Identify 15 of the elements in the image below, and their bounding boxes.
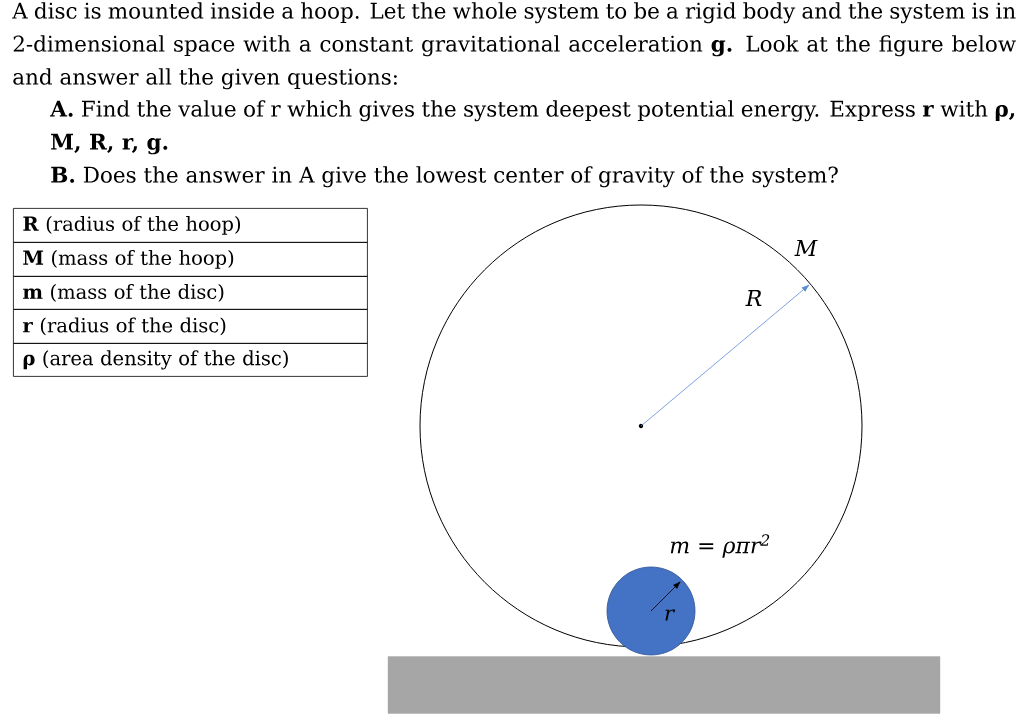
table-cell: r (radius of the disc) [13, 309, 368, 344]
disc [606, 566, 696, 656]
table-cell: R (radius of the hoop) [13, 208, 368, 243]
table-cell: ρ (area density of the disc) [13, 343, 368, 377]
radius-label: r [665, 609, 676, 621]
table-cell: m (mass of the disc) [13, 276, 368, 310]
mass-label: M [794, 240, 818, 256]
question-text: A. Find the value of r which gives the system deepest potential energy. Express r with ρ, M, R, r, g. [50, 100, 1015, 155]
ground-bar [387, 656, 941, 714]
mass-formula: m = ρπr$^{2}$ [670, 534, 770, 558]
question-text: B. Does the answer in A give the lowest center of gravity of the system? [51, 166, 838, 188]
problem-text: A disc is mounted inside a hoop. Let the whole system to be a rigid body and the system is in 2-dimensional space with a constant gravitational acceleration g. Look at the figure below and answer all the given questions: [12, 2, 1016, 90]
table-cell: M (mass of the hoop) [13, 242, 368, 277]
hoop [419, 204, 863, 648]
radius-label: R [745, 290, 762, 306]
